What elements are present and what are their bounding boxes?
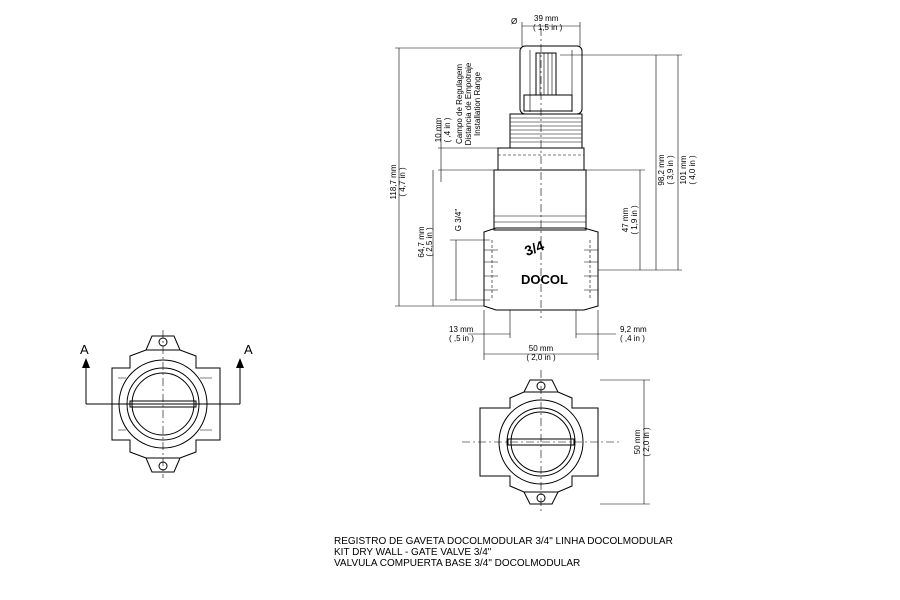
drawing-caption: REGISTRO DE GAVETA DOCOLMODULAR 3/4" LIN… [334, 536, 673, 569]
section-mark-left: A [80, 342, 89, 357]
caption-line-1: REGISTRO DE GAVETA DOCOLMODULAR 3/4" LIN… [334, 536, 673, 547]
valve-body [483, 227, 599, 311]
front-dimensions: Ø 39 mm ( 1,5 in ) 101 mm ( 4,0 in ) 98,… [389, 14, 697, 362]
dim-width-50-mm: 50 mm [529, 344, 554, 353]
dim-64-mm: 64,7 mm [417, 226, 426, 257]
left-port-threads [484, 249, 498, 291]
right-port-threads [584, 249, 598, 291]
dim-118-in: ( 4,7 in ) [398, 167, 407, 197]
dim-13-in: ( ,5 in ) [449, 334, 474, 343]
dim-10-mm: 10 mm [434, 117, 443, 142]
dim-118-mm: 118,7 mm [389, 164, 398, 199]
dim-101-in: ( 4,0 in ) [688, 155, 697, 185]
caption-line-3: VALVULA COMPUERTA BASE 3/4" DOCOLMODULAR [334, 558, 581, 569]
dim-9-in: ( ,4 in ) [620, 334, 645, 343]
dim-47-mm: 47 mm [621, 207, 630, 232]
section-arrow-left-head [82, 358, 90, 368]
body-size-mark: 3/4 [522, 237, 546, 259]
threaded-bonnet [509, 113, 583, 149]
section-bottom-lug [145, 457, 181, 473]
front-elevation-view: DOCOL 3/4 [483, 28, 599, 318]
dim-depth-50-mm: 50 mm [633, 429, 642, 454]
thread-size-label: G 3/4" [454, 209, 463, 232]
range-label-en: Installation Range [473, 71, 482, 136]
section-side-details [118, 377, 212, 431]
plan-view: 50 mm ( 2,0 in ) [462, 370, 651, 512]
diameter-symbol: Ø [511, 17, 517, 26]
section-arrow-right-head [236, 358, 244, 368]
plan-body-outline [479, 391, 599, 493]
docol-logo: DOCOL [521, 272, 568, 287]
spline-stem [535, 52, 557, 96]
section-mark-right: A [244, 342, 253, 357]
range-label-pt: Campo de Regulagem [455, 64, 464, 144]
section-body-outline [111, 349, 221, 459]
upper-body [493, 169, 587, 231]
bonnet-threads [510, 117, 582, 143]
dim-width-50-in: ( 2,0 in ) [526, 353, 556, 362]
dim-47-in: ( 1,9 in ) [630, 205, 639, 235]
stem-nut [523, 94, 573, 112]
dim-10-in: ( ,4 in ) [443, 117, 452, 142]
dim-101-mm: 101 mm [679, 155, 688, 184]
dim-9-mm: 9,2 mm [620, 325, 647, 334]
caption-line-2: KIT DRY WALL - GATE VALVE 3/4" [334, 547, 492, 558]
dim-98-mm: 98,2 mm [657, 154, 666, 185]
dim-13-mm: 13 mm [449, 325, 474, 334]
dim-39-in: ( 1,5 in ) [533, 23, 563, 32]
range-label-es: Distancia de Empotraje [464, 62, 473, 145]
handle-cap [519, 45, 583, 115]
section-view: A A [80, 330, 253, 478]
dim-39-mm: 39 mm [534, 14, 559, 23]
dim-depth-50-in: ( 2,0 in ) [642, 427, 651, 457]
plan-top-lug [523, 379, 559, 393]
dim-64-in: ( 2,5 in ) [425, 227, 434, 257]
dim-98-in: ( 3,9 in ) [666, 155, 675, 185]
